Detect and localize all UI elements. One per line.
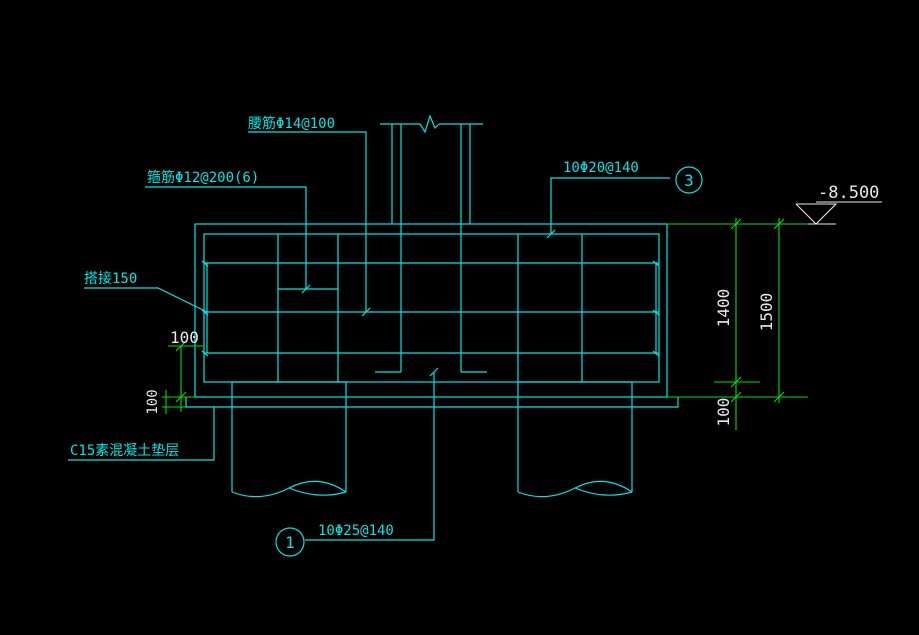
leader-lines	[68, 131, 670, 541]
lap-label: 搭接150	[84, 270, 137, 287]
pile-cap	[194, 223, 668, 398]
dimension-tick	[730, 376, 742, 388]
tick-mark	[652, 350, 660, 357]
marker-1-label: 1	[285, 533, 295, 552]
pile-right	[517, 381, 633, 498]
tick-mark	[652, 260, 660, 267]
lap-leader	[84, 287, 208, 313]
leader-tick	[361, 307, 371, 317]
pile-break-line	[231, 480, 347, 498]
marker-3-label: 3	[684, 171, 694, 190]
dimension-tick	[730, 391, 742, 403]
left-dimensions: 100 100	[145, 328, 204, 415]
waist-rebar-label: 腰筋Φ14@100	[248, 115, 335, 132]
elevation-label: -8.500	[818, 183, 879, 203]
pile-break-line	[517, 480, 633, 498]
dimension-tick	[773, 391, 785, 403]
cushion-leader	[68, 407, 215, 461]
cushion-layer-outline	[185, 397, 679, 408]
bottom-rebar-leader	[305, 372, 435, 541]
dimension-1400: 1400	[714, 289, 733, 328]
marker-circle	[675, 166, 703, 194]
tick-mark	[201, 260, 209, 267]
bottom-rebar-label: 10Φ25@140	[318, 523, 394, 539]
pile-break-line	[574, 487, 633, 496]
dimension-100-left: 100	[145, 389, 161, 414]
marker-1: 1	[275, 527, 305, 557]
cushion-layer	[185, 397, 679, 408]
elevation-mark: -8.500	[778, 183, 882, 225]
pile-cap-outline	[194, 223, 668, 398]
pile-break-line	[288, 487, 347, 496]
tick-mark	[652, 309, 660, 316]
pile-left	[231, 381, 347, 498]
stirrup-label: 箍筋Φ12@200(6)	[147, 169, 259, 186]
dimension-tick	[773, 218, 785, 230]
leader-tick	[429, 367, 439, 377]
dimension-100-top-left: 100	[170, 328, 199, 347]
dimension-tick	[730, 218, 742, 230]
marker-3: 3	[675, 166, 703, 194]
top-rebar-label: 10Φ20@140	[563, 160, 639, 176]
elevation-triangle	[795, 203, 838, 225]
rebar-grid	[201, 234, 660, 382]
cushion-label: C15素混凝土垫层	[70, 443, 179, 459]
right-dimensions: 1400 1500 100	[667, 218, 808, 430]
tick-mark	[201, 350, 209, 357]
waist-rebar-leader	[248, 131, 367, 312]
rebar-cage-outline	[203, 233, 660, 383]
dimension-1500: 1500	[757, 293, 776, 332]
leader-tick	[301, 284, 311, 294]
stirrup-leader	[145, 186, 307, 289]
tick-mark	[201, 309, 209, 316]
leader-tick	[546, 229, 556, 239]
dimension-100-right: 100	[714, 398, 733, 427]
marker-circle	[275, 527, 305, 557]
break-symbol	[419, 114, 440, 134]
top-rebar-leader	[550, 177, 670, 234]
dimension-tick	[175, 340, 187, 352]
column	[375, 114, 487, 373]
